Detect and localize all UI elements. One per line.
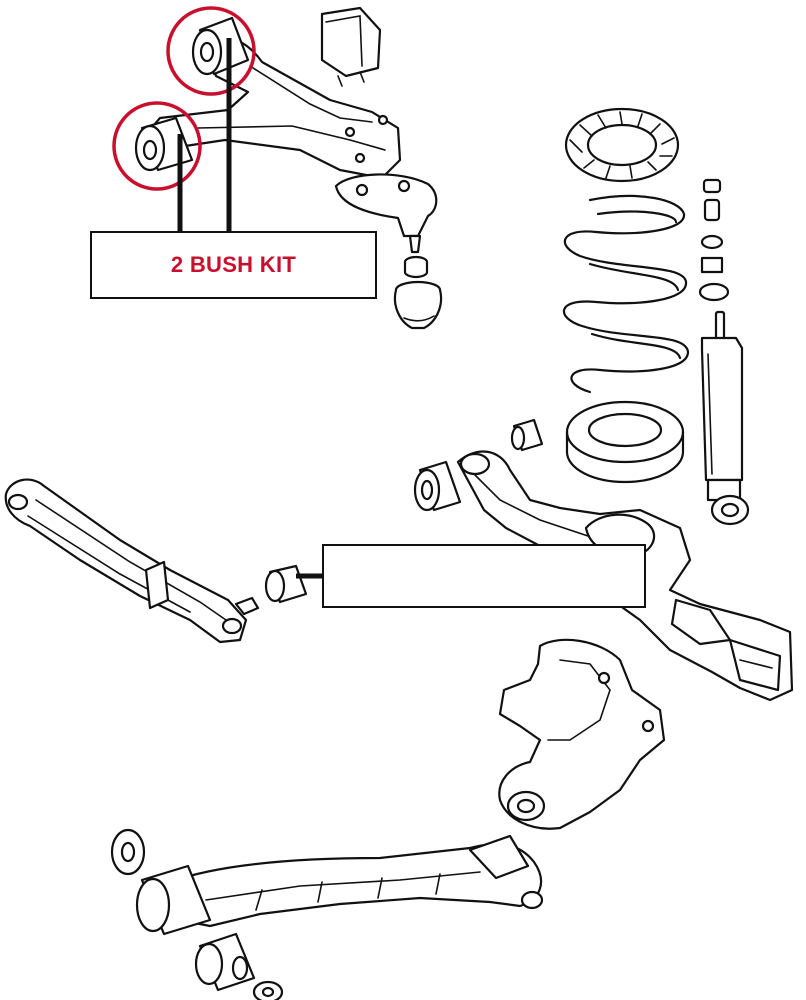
hub-knuckle — [498, 638, 666, 830]
lower-link-bush-large — [135, 864, 212, 936]
lower-arm-bush-front — [413, 460, 462, 512]
trailing-arm — [4, 478, 260, 644]
spring-upper-seat — [564, 107, 680, 183]
bump-stop — [320, 6, 382, 87]
ball-joint-boot — [393, 280, 443, 330]
lower-arm-bush-small — [510, 418, 544, 452]
highlight-circle-rear-bush — [166, 6, 256, 96]
shock-mount-parts — [698, 178, 730, 302]
highlight-circle-front-bush — [112, 101, 202, 191]
lower-link-nut — [252, 980, 284, 1000]
coil-spring — [563, 194, 690, 394]
trailing-arm-bush — [264, 564, 308, 604]
upper-bush-rear — [191, 16, 250, 76]
lower-link-washer — [110, 828, 146, 876]
callout-box-middle — [322, 544, 646, 608]
lower-link-bush-small — [194, 932, 256, 992]
callout-box-bush-kit: 2 BUSH KIT — [90, 231, 377, 299]
ball-joint — [334, 173, 438, 254]
callout-label-bush-kit: 2 BUSH KIT — [170, 252, 297, 277]
ball-joint-nut — [403, 255, 429, 279]
spring-lower-seat — [565, 400, 685, 484]
lower-link — [168, 834, 544, 928]
shock-absorber — [700, 310, 750, 526]
